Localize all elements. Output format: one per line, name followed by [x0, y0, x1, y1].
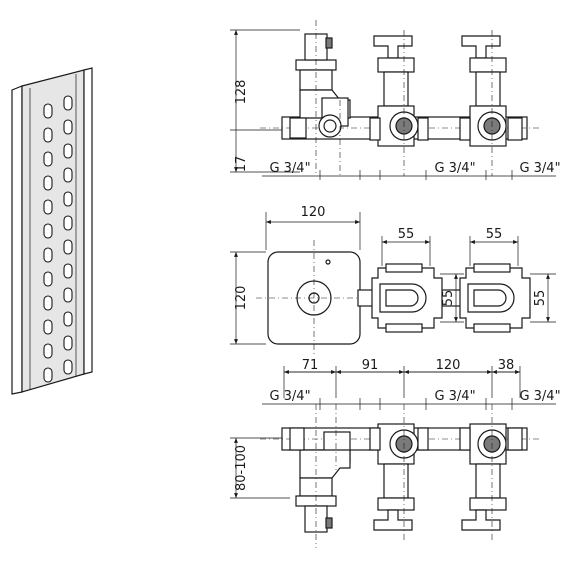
- dim-plate-height-label: 120: [234, 286, 249, 311]
- rail-slot: [43, 295, 53, 311]
- dim-17-label: 17: [234, 156, 249, 173]
- rail-slot: [43, 223, 53, 239]
- rail-slot: [63, 263, 73, 279]
- rail-slot: [63, 359, 73, 375]
- rail-slot: [43, 247, 53, 263]
- rail-slot: [43, 175, 53, 191]
- dim-120-bottom-label: 120: [436, 358, 461, 373]
- dim-128-label: 128: [234, 80, 249, 105]
- rail-slot: [43, 271, 53, 287]
- dim-spacing-right-label: 55: [486, 227, 503, 242]
- thread-label-bottom-mid: G 3/4": [434, 389, 475, 404]
- bottom-view: 71 91 120 38 G 3/4" G 3/4" G 3/4" 80-100: [230, 358, 561, 548]
- rail-slot: [63, 215, 73, 231]
- rail-slot: [63, 287, 73, 303]
- rail-slot: [63, 239, 73, 255]
- rail-slot: [43, 151, 53, 167]
- thread-label-top-right: G 3/4": [519, 161, 560, 176]
- thread-label-top-left: G 3/4": [269, 161, 310, 176]
- top-view: 128 17: [230, 20, 561, 180]
- rail-slot: [43, 319, 53, 335]
- middle-view: 120 120 55 55: [230, 205, 556, 356]
- thread-label-top-mid: G 3/4": [434, 161, 475, 176]
- rail-slot: [63, 311, 73, 327]
- rail-slot: [43, 127, 53, 143]
- rail-slot: [63, 119, 73, 135]
- rail-slot: [63, 335, 73, 351]
- rail-slot: [43, 199, 53, 215]
- dim-38-label: 38: [498, 358, 515, 373]
- dim-depth-range-label: 80-100: [234, 445, 249, 491]
- rail-slot: [43, 343, 53, 359]
- rail-slot: [63, 191, 73, 207]
- dim-vertical-left-label: 55: [441, 290, 456, 307]
- dim-plate-width-label: 120: [301, 205, 326, 220]
- thread-label-bottom-left: G 3/4": [269, 389, 310, 404]
- rail-slot: [63, 95, 73, 111]
- dim-vertical-right-label: 55: [533, 290, 548, 307]
- thread-label-bottom-right: G 3/4": [519, 389, 560, 404]
- dim-71-label: 71: [302, 358, 319, 373]
- dim-spacing-left-label: 55: [398, 227, 415, 242]
- rail-slots: [43, 95, 73, 383]
- rail-slot: [43, 103, 53, 119]
- rail-slot: [63, 167, 73, 183]
- rail-slot: [43, 367, 53, 383]
- rail-slot: [63, 143, 73, 159]
- mounting-rail: [11, 67, 93, 395]
- dim-91-label: 91: [362, 358, 379, 373]
